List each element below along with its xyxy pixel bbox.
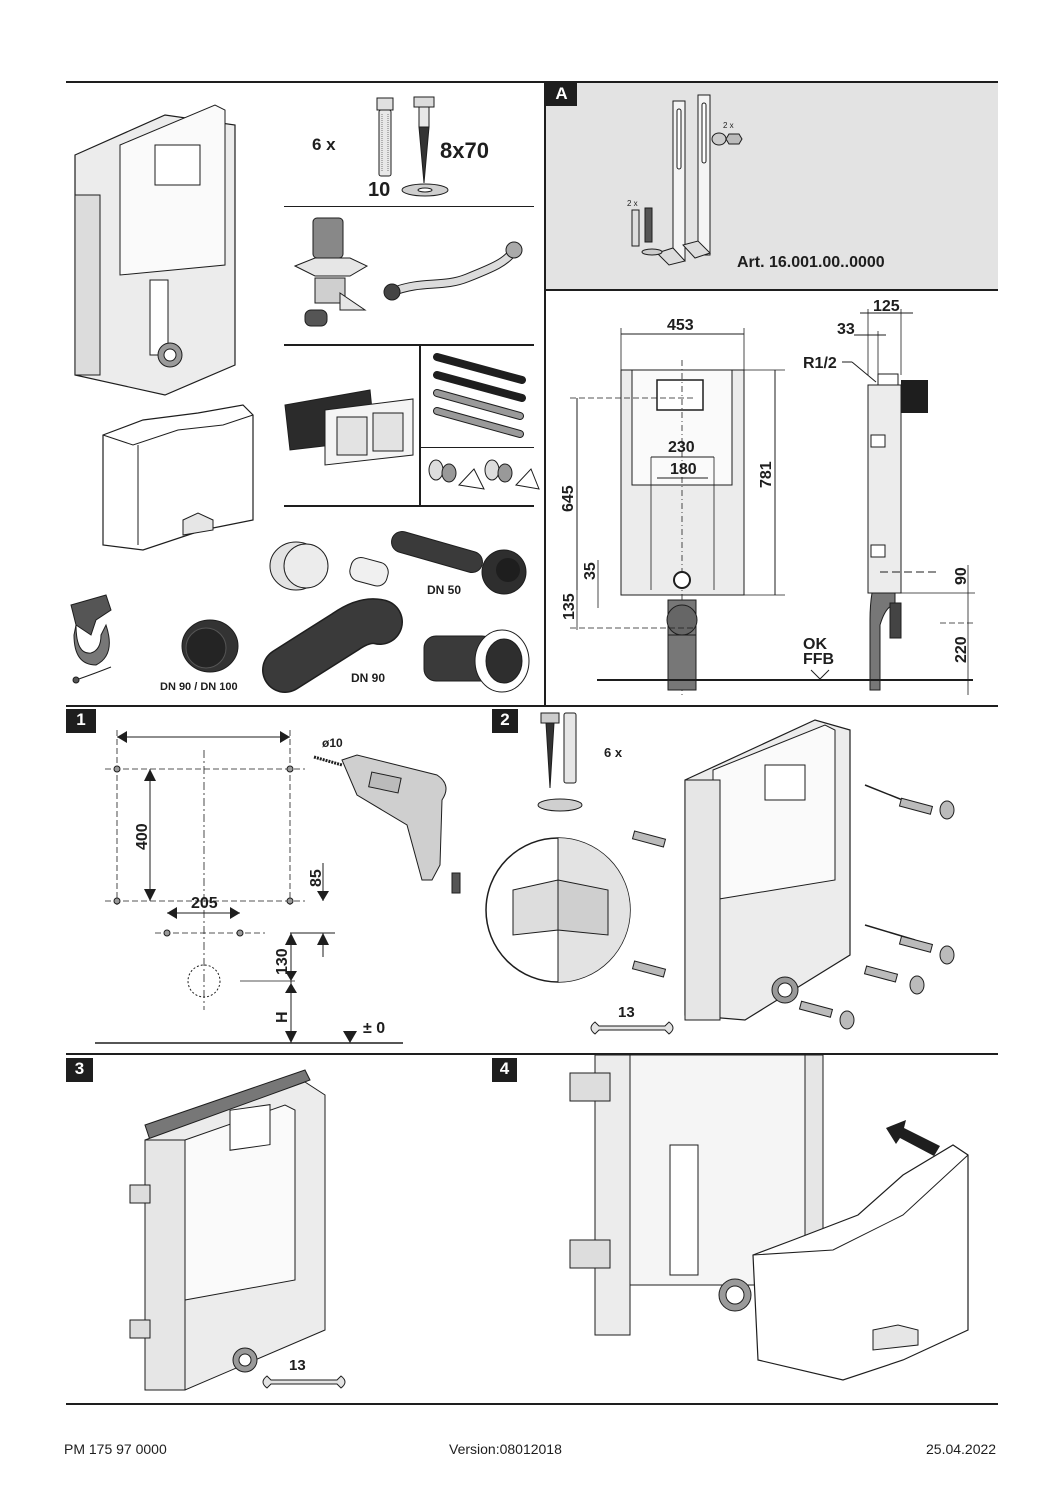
dim-35: 35 [582, 562, 599, 580]
accessory-a-badge: A [546, 83, 577, 106]
accessory-article-number: Art. 16.001.00..0000 [737, 254, 885, 271]
divider-vertical-top [544, 81, 546, 707]
step-4-badge: 4 [492, 1058, 517, 1082]
floor-marker-icon [810, 669, 830, 680]
wood-screw-icon [413, 96, 435, 184]
compression-fittings-illustration [428, 459, 540, 490]
step4-insulation-block [752, 1144, 969, 1381]
footer-date: 25.04.2022 [926, 1441, 997, 1457]
anchor-plug-icon [376, 97, 394, 177]
cable-clip-illustration [70, 594, 112, 684]
dn90-dn100-label: DN 90 / DN 100 [160, 681, 238, 693]
dim-flush-width: 230 [668, 439, 695, 456]
side-view-drawing: 125 33 R1/2 90 220 [803, 298, 975, 695]
dim-90: 90 [953, 567, 970, 585]
wc-connector-illustration [423, 629, 530, 693]
screw-size-label: 8x70 [440, 138, 489, 163]
step1-variable-h: H [274, 1011, 291, 1023]
anchor-bolt-quantity: 2 x [627, 199, 638, 208]
washer-nut-quantity: 2 x [723, 121, 734, 130]
rubber-sleeve-illustration [181, 619, 239, 673]
floor-label-ffb: FFB [803, 651, 835, 668]
flexible-hose-illustration [383, 241, 523, 301]
drill-illustration [313, 754, 461, 894]
parts-divider-vertical [419, 344, 421, 506]
parts-divider-3 [420, 447, 534, 448]
accessory-a-bottom-rule [546, 289, 998, 291]
step1-offset-130: 130 [274, 948, 291, 975]
finished-floor-line [597, 679, 973, 681]
parts-divider-1 [284, 206, 534, 207]
dim-220: 220 [953, 636, 970, 663]
dim-width: 453 [667, 317, 694, 334]
bottom-rule [66, 1403, 998, 1405]
dn50-pipe-illustration [391, 531, 527, 595]
dim-connection: R1/2 [803, 355, 837, 372]
bracket-detail-magnifier [485, 837, 631, 983]
parts-divider-2 [284, 344, 534, 346]
angle-valve-illustration [293, 217, 369, 327]
step1-offset-85: 85 [308, 869, 325, 887]
washer-size-label: 10 [368, 179, 391, 201]
washer-icon [401, 183, 449, 197]
mounting-brackets-illustration [656, 94, 711, 266]
step2-quantity: 6 x [604, 745, 623, 760]
dim-height: 781 [758, 461, 775, 488]
step3-wrench-size: 13 [289, 1357, 306, 1374]
dim-135: 135 [561, 593, 578, 620]
step-3-badge: 3 [66, 1058, 93, 1082]
push-arrow-icon [886, 1120, 940, 1156]
insulation-block-illustration [102, 404, 254, 551]
floor-label-ok: OK [803, 636, 827, 653]
parts-divider-4 [284, 505, 534, 507]
section-rule-2 [66, 1053, 998, 1055]
drill-hole-layout: 400 205 85 130 H ± 0 [95, 730, 403, 1044]
top-rule [66, 81, 998, 83]
wrench-icon [590, 1021, 674, 1035]
dim-inner-width: 180 [670, 461, 697, 478]
dn90-bend-illustration [262, 598, 403, 693]
step2-screw-set [537, 712, 583, 812]
step2-frame-illustration [684, 719, 851, 1021]
pipe-plug-illustration [349, 556, 389, 587]
dn50-label: DN 50 [427, 583, 462, 597]
step-2-badge: 2 [492, 709, 518, 733]
section-rule-1 [66, 705, 998, 707]
accessory-a-background [546, 83, 998, 289]
drain-cap-illustration [269, 541, 329, 591]
step1-floor-level: ± 0 [363, 1020, 385, 1037]
wrench-icon [262, 1375, 346, 1389]
footer-product-code: PM 175 97 0000 [64, 1441, 167, 1457]
front-view-drawing: 453 230 180 781 645 35 135 [560, 317, 785, 695]
step2-wrench-size: 13 [618, 1004, 635, 1021]
washer-nut-icon [711, 132, 743, 146]
installation-frame-illustration [74, 104, 236, 396]
dim-connection-offset: 33 [837, 321, 855, 338]
screw-quantity-label: 6 x [312, 135, 336, 154]
step1-bottom-spacing: 205 [191, 895, 218, 912]
threaded-rods-illustration [433, 353, 526, 438]
wall-anchors-illustration [631, 784, 955, 1030]
flush-actuator-illustration [284, 389, 414, 466]
anchor-bolt-icon [631, 207, 663, 256]
step3-frame-illustration [129, 1069, 326, 1391]
drill-diameter-label: ø10 [322, 736, 343, 750]
dn90-label: DN 90 [351, 671, 386, 685]
dim-depth: 125 [873, 298, 900, 315]
footer-version: Version:08012018 [449, 1441, 562, 1457]
dim-height-flush: 645 [560, 485, 577, 512]
step1-height: 400 [134, 823, 151, 850]
step-1-badge: 1 [66, 709, 96, 733]
